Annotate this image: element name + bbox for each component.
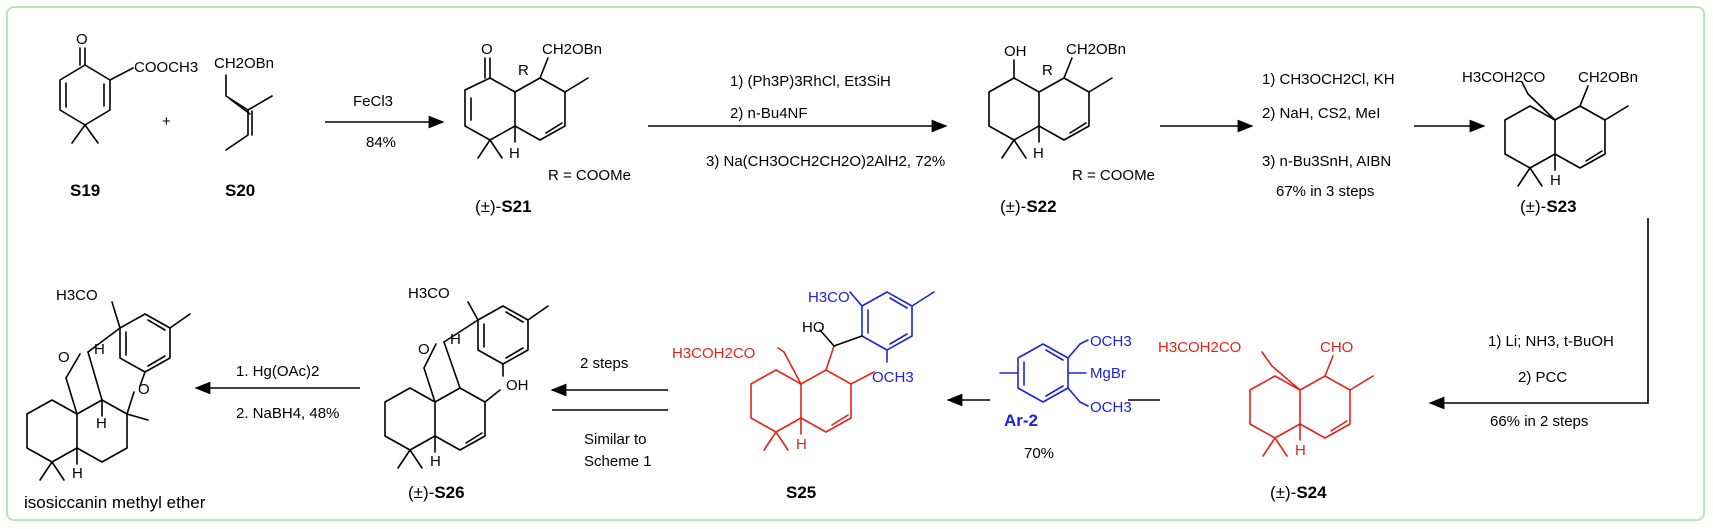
s21-r-group: R — [518, 62, 529, 79]
r2-step-2: 2) n-Bu4NF — [730, 105, 808, 122]
compound-s26: H3CO O H OH H (±)-S26 — [384, 285, 549, 502]
s21-label: (±)-S21 — [475, 197, 532, 216]
r6-note-line-2: Scheme 1 — [584, 453, 652, 470]
r4-yield: 66% in 2 steps — [1490, 413, 1588, 430]
r1-yield: 84% — [366, 134, 396, 151]
s26-methoxy: H3CO — [408, 285, 450, 302]
s25-methoxy-top: H3CO — [808, 289, 850, 306]
compound-s23: H3COH2CO CH2OBn H (±)-S23 — [1462, 69, 1638, 216]
plus-sign: + — [162, 113, 171, 130]
s23-benzyloxymethyl: CH2OBn — [1578, 69, 1638, 86]
s24-methoxymethoxy: H3COH2CO — [1158, 339, 1241, 356]
r3-yield: 67% in 3 steps — [1276, 183, 1374, 200]
compound-ar2: OCH3 MgBr OCH3 Ar-2 70% — [999, 333, 1132, 462]
s22-benzyloxymethyl: CH2OBn — [1066, 41, 1126, 58]
compound-s19: O COOCH3 S19 — [59, 31, 198, 200]
s25-label: S25 — [786, 483, 816, 502]
s22-r-group: R — [1042, 62, 1053, 79]
r4-step-2: 2) PCC — [1518, 369, 1567, 386]
s25-methoxy-bottom: OCH3 — [872, 369, 914, 386]
s26-hydrogen-top: H — [450, 331, 461, 348]
ar2-methoxy-top: OCH3 — [1090, 333, 1132, 350]
r7-step-2: 2. NaBH4, 48% — [236, 405, 339, 422]
s21-oxygen: O — [481, 41, 493, 58]
s24-hydrogen: H — [1295, 442, 1306, 459]
s26-ring-oxygen: O — [418, 341, 430, 358]
product-hydrogen-top: H — [94, 341, 105, 358]
r3-step-3: 3) n-Bu3SnH, AIBN — [1262, 153, 1391, 170]
s26-hydrogen-bottom: H — [430, 453, 441, 470]
r7-step-1: 1. Hg(OAc)2 — [236, 363, 319, 380]
s19-label: S19 — [70, 181, 100, 200]
s25-methoxymethoxy: H3COH2CO — [672, 345, 755, 362]
s20-benzyloxymethyl: CH2OBn — [214, 55, 274, 72]
r1-reagent: FeCl3 — [353, 93, 393, 110]
s25-hydroxyl: HO — [802, 319, 825, 336]
s22-hydrogen: H — [1033, 145, 1044, 162]
ar2-magnesium-bromide: MgBr — [1090, 365, 1126, 382]
r3-step-2: 2) NaH, CS2, MeI — [1262, 105, 1380, 122]
s21-hydrogen: H — [509, 145, 520, 162]
r4-step-1: 1) Li; NH3, t-BuOH — [1488, 333, 1614, 350]
compound-s21: O R CH2OBn H R = COOMe (±)-S21 — [464, 41, 631, 216]
s19-ester-group: COOCH3 — [134, 59, 198, 76]
s20-label: S20 — [225, 181, 255, 200]
product-ring-oxygen-left: O — [58, 349, 70, 366]
ar2-label: Ar-2 — [1004, 411, 1038, 430]
s22-hydroxyl: OH — [1004, 43, 1027, 60]
scheme-frame — [6, 6, 1705, 521]
s26-label: (±)-S26 — [408, 483, 465, 502]
r3-step-1: 1) CH3OCH2Cl, KH — [1262, 71, 1395, 88]
r6-note-line-1: Similar to — [584, 431, 647, 448]
product-ring-oxygen-right: O — [138, 381, 150, 398]
r2-step-3: 3) Na(CH3OCH2CH2O)2AlH2, 72% — [706, 153, 945, 170]
compound-s25: H3CO HO H3COH2CO OCH3 H S25 — [672, 289, 935, 502]
compound-isosiccanin-methyl-ether: H3CO O H O H H isosiccanin methyl ether — [24, 287, 206, 512]
s21-benzyloxymethyl: CH2OBn — [542, 41, 602, 58]
s23-label: (±)-S23 — [1520, 197, 1577, 216]
s24-aldehyde: CHO — [1320, 339, 1353, 356]
s19-oxygen: O — [76, 31, 88, 48]
s26-hydroxyl: OH — [506, 377, 529, 394]
ar2-methoxy-bottom: OCH3 — [1090, 399, 1132, 416]
product-label: isosiccanin methyl ether — [24, 493, 206, 512]
s25-hydrogen: H — [796, 436, 807, 453]
product-hydrogen-bottom: H — [72, 465, 83, 482]
product-hydrogen-middle: H — [96, 415, 107, 432]
r2-step-1: 1) (Ph3P)3RhCl, Et3SiH — [730, 73, 891, 90]
r6-label: 2 steps — [580, 355, 628, 372]
compound-s24: H3COH2CO CHO H (±)-S24 — [1158, 339, 1374, 502]
compound-s20: CH2OBn S20 — [214, 55, 274, 200]
s22-label: (±)-S22 — [1000, 197, 1057, 216]
reaction-arrow-4 — [1428, 218, 1649, 410]
s21-r-definition: R = COOMe — [548, 167, 631, 184]
r5-yield: 70% — [1024, 445, 1054, 462]
s22-r-definition: R = COOMe — [1072, 167, 1155, 184]
product-methoxy: H3CO — [56, 287, 98, 304]
compound-s22: OH R CH2OBn H R = COOMe (±)-S22 — [988, 41, 1155, 216]
s23-hydrogen: H — [1550, 172, 1561, 189]
s23-methoxymethoxy: H3COH2CO — [1462, 69, 1545, 86]
s24-label: (±)-S24 — [1270, 483, 1327, 502]
